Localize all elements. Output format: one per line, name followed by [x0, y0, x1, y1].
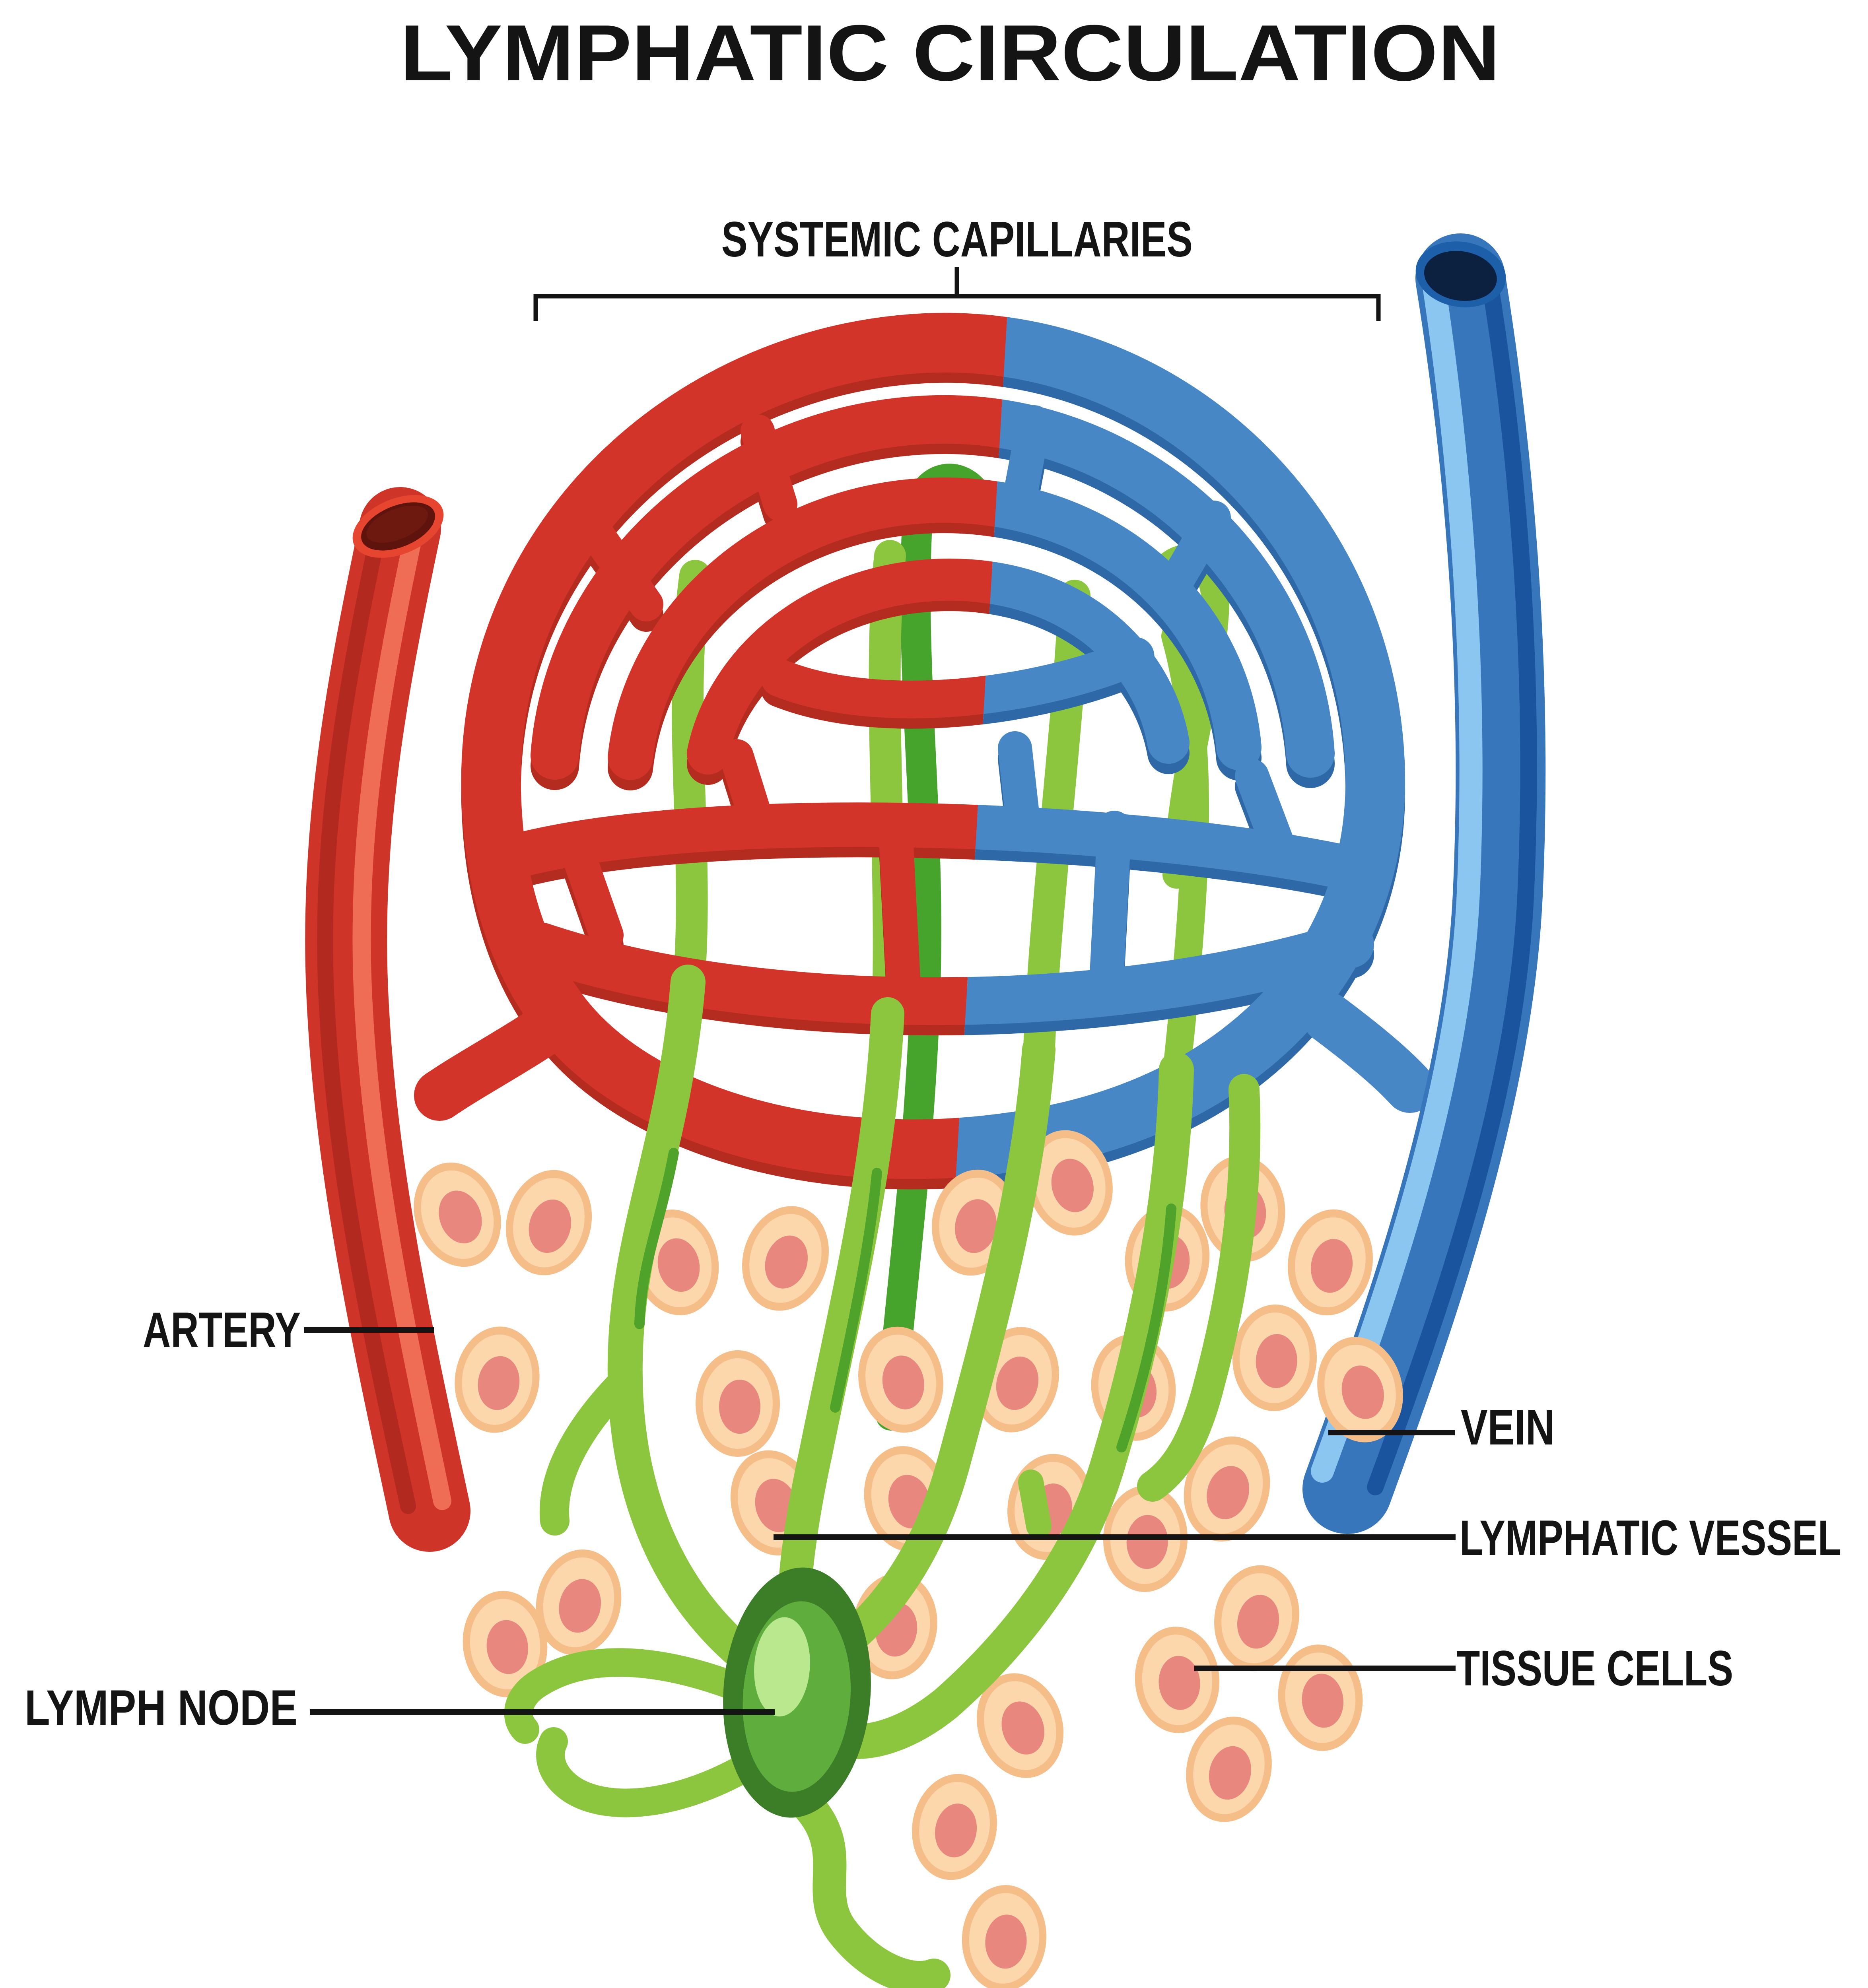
page-title: LYMPHATIC CIRCULATION — [400, 9, 1500, 97]
systemic-capillaries-label: SYSTEMIC CAPILLARIES — [721, 212, 1193, 267]
tissue-cell — [463, 1591, 548, 1697]
venule-junction — [1303, 992, 1435, 1113]
systemic-capillary-bed — [414, 343, 1435, 1160]
tissue-cell — [1184, 1436, 1270, 1542]
vein-vessel — [1302, 233, 1546, 1534]
tissue-cell — [633, 1209, 719, 1315]
tissue-cell — [742, 1206, 829, 1311]
tissue-cell — [977, 1673, 1063, 1778]
tissue-cell — [858, 1326, 943, 1433]
annotation-lines — [304, 267, 1456, 1715]
tissue-cells-label: TISSUE CELLS — [1456, 1641, 1733, 1696]
tissue-cell — [1317, 1337, 1403, 1442]
tissue-cell — [1232, 1305, 1317, 1411]
artery-label: ARTERY — [143, 1303, 301, 1358]
lymph-node — [723, 1567, 871, 1818]
tissue-cell — [1135, 1627, 1220, 1733]
lymph-node-label: LYMPH NODE — [25, 1680, 297, 1736]
tissue-cells-group — [414, 1130, 1403, 1988]
tissue-cell — [455, 1326, 540, 1433]
artery-opening — [352, 495, 444, 558]
lymphatic-vessel-label: LYMPHATIC VESSEL — [1460, 1510, 1841, 1566]
tissue-cell — [1214, 1565, 1299, 1672]
tissue-cell — [505, 1170, 592, 1276]
tissue-cell — [912, 1774, 997, 1880]
systemic-capillaries-bracket — [533, 267, 1381, 321]
vein-label: VEIN — [1461, 1400, 1555, 1455]
tissue-cell — [1288, 1209, 1373, 1316]
tissue-cell — [536, 1549, 622, 1655]
tissue-cell — [1027, 1130, 1113, 1236]
tissue-cell — [414, 1162, 501, 1267]
capillary-bed-blue-half — [491, 343, 1435, 1160]
tissue-cell — [1278, 1644, 1363, 1751]
tissue-cell — [962, 1885, 1047, 1988]
capillary-bed-red-half — [414, 343, 1375, 1160]
tissue-cell — [1186, 1716, 1272, 1822]
arteriole-junction — [414, 992, 588, 1121]
artery-vessel — [305, 487, 470, 1552]
tissue-cell — [696, 1350, 780, 1457]
vein-opening — [1415, 241, 1506, 307]
